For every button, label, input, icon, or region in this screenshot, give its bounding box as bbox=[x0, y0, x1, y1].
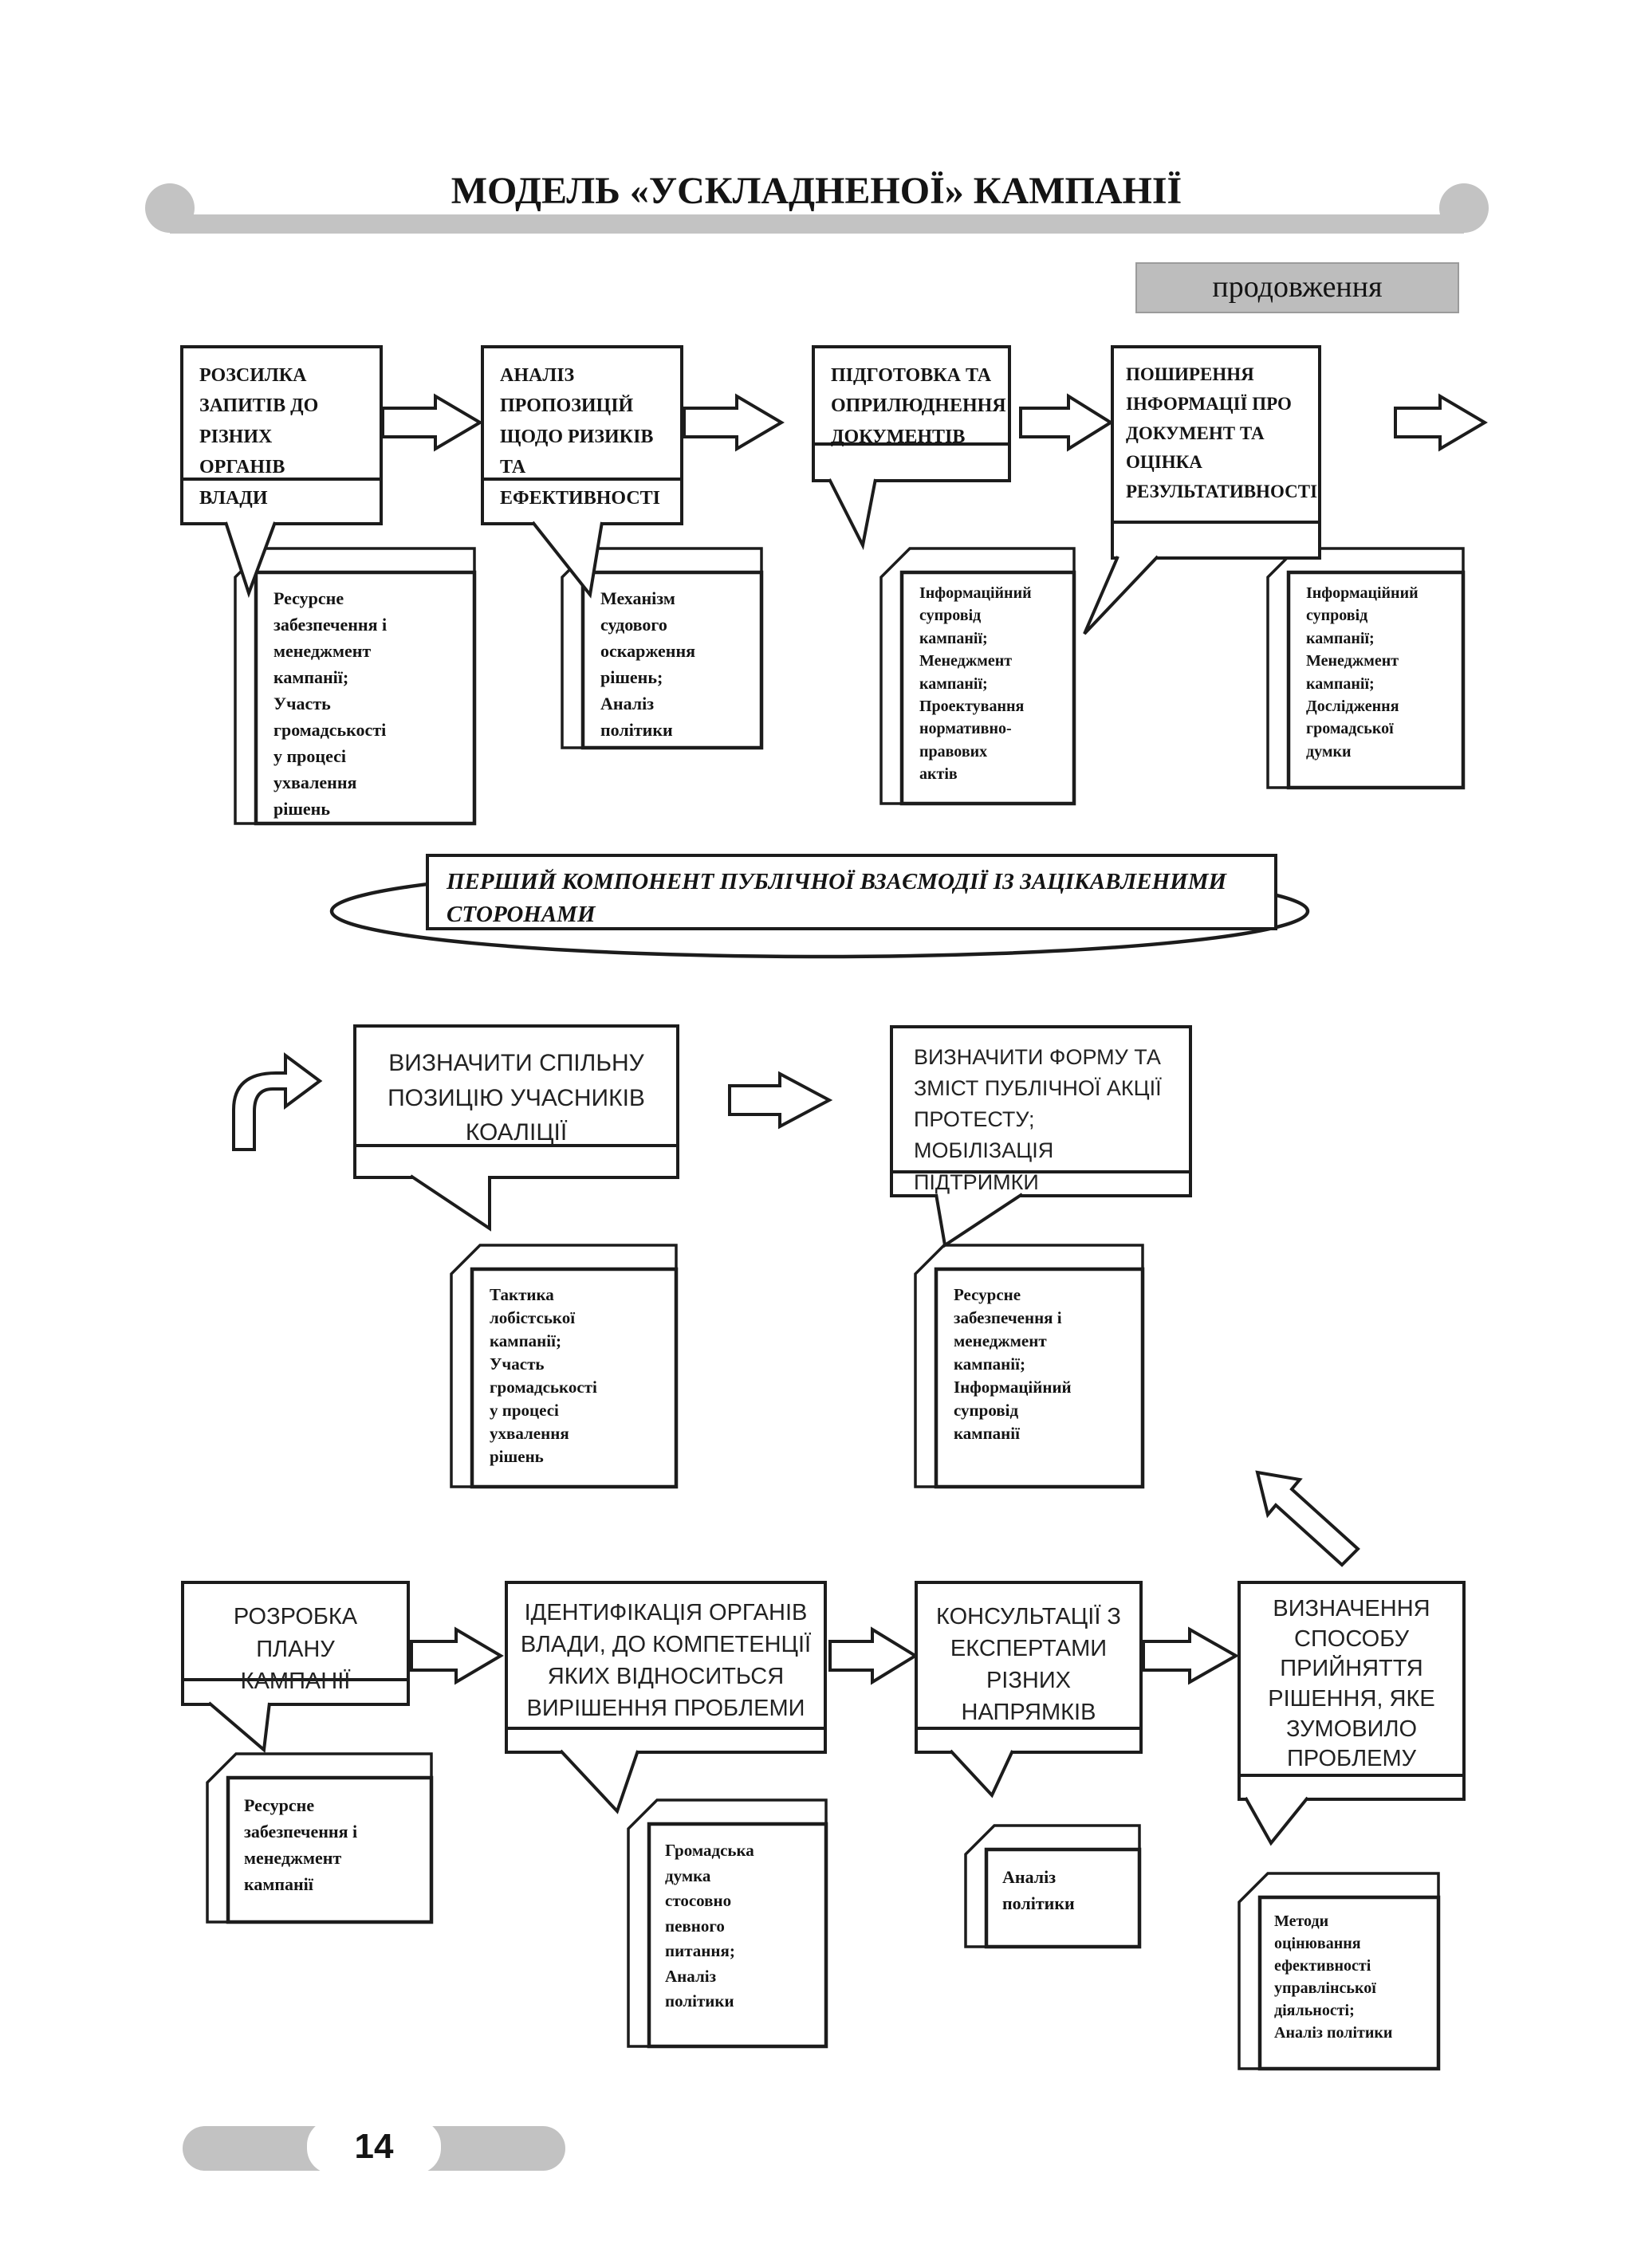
callout-tail bbox=[828, 478, 877, 551]
note-card-text: Ресурсне забезпечення і менеджмент кампа… bbox=[244, 1795, 358, 1894]
note-card-text: Методи оцінювання ефективності управлінс… bbox=[1274, 1912, 1393, 2042]
flow-arrow-icon bbox=[1142, 1626, 1240, 1685]
flow-box-label: ВИЗНАЧЕННЯ СПОСОБУ ПРИЙНЯТТЯ РІШЕННЯ, ЯК… bbox=[1268, 1596, 1435, 1772]
flow-box-label: РОЗСИЛКА ЗАПИТІВ ДО РІЗНИХ ОРГАНІВ ВЛАДИ bbox=[199, 365, 319, 509]
banner-box bbox=[426, 854, 1277, 930]
page-number-pill bbox=[307, 2120, 441, 2174]
flow-box-authority-identification bbox=[505, 1581, 827, 1814]
callout-tail bbox=[559, 1749, 639, 1814]
note-card-text: Громадська думка стосовно певного питанн… bbox=[665, 1841, 754, 2011]
flow-box-mailing-requests bbox=[180, 345, 383, 599]
callout-tail bbox=[935, 1193, 1024, 1248]
flow-box-campaign-plan bbox=[181, 1581, 410, 1753]
note-card-resources-1 bbox=[234, 547, 477, 826]
page-number-capsule bbox=[183, 2120, 565, 2174]
note-card-evaluation-methods bbox=[1238, 1872, 1441, 2071]
page-number: 14 bbox=[354, 2127, 394, 2166]
flow-arrow-icon bbox=[410, 1626, 504, 1685]
callout-tail bbox=[224, 521, 277, 599]
note-card-lobby-tactics bbox=[450, 1244, 679, 1489]
flow-arrow-icon bbox=[381, 393, 483, 452]
note-card-text: Ресурсне забезпечення і менеджмент кампа… bbox=[954, 1285, 1072, 1443]
note-card-court-mechanism bbox=[561, 547, 764, 750]
up-left-arrow-icon bbox=[1255, 1470, 1360, 1567]
callout-tail bbox=[949, 1749, 1014, 1798]
flow-arrow-icon bbox=[683, 393, 785, 452]
flow-box-expert-consultations bbox=[915, 1581, 1143, 1798]
flow-box-decision-method bbox=[1238, 1581, 1466, 1846]
component-banner bbox=[329, 854, 1310, 959]
flow-arrow-icon bbox=[728, 1071, 833, 1130]
note-card-text: Аналіз політики bbox=[1002, 1867, 1075, 1913]
flow-box-proposal-analysis bbox=[481, 345, 683, 599]
banner-label: ПЕРШИЙ КОМПОНЕНТ ПУБЛІЧНОЇ ВЗАЄМОДІЇ ІЗ … bbox=[447, 869, 1227, 928]
flow-box-label: АНАЛІЗ ПРОПОЗИЦІЙ ЩОДО РИЗИКІВ ТА ЕФЕКТИ… bbox=[500, 365, 661, 509]
bent-arrow-icon bbox=[232, 1052, 323, 1151]
flow-box-label: ПІДГОТОВКА ТА ОПРИЛЮДНЕННЯ ДОКУМЕНТІВ bbox=[831, 365, 1006, 447]
note-card-public-opinion bbox=[627, 1798, 828, 2049]
flow-box-label: КОНСУЛЬТАЦІЇ З ЕКСПЕРТАМИ РІЗНИХ НАПРЯМК… bbox=[936, 1604, 1121, 1726]
flow-box-label: ВИЗНАЧИТИ СПІЛЬНУ ПОЗИЦІЮ УЧАСНИКІВ КОАЛ… bbox=[388, 1050, 645, 1146]
flow-box-common-position bbox=[353, 1024, 679, 1232]
flow-box-label: ІДЕНТИФІКАЦІЯ ОРГАНІВ ВЛАДИ, ДО КОМПЕТЕН… bbox=[520, 1600, 812, 1722]
note-card-info-support-1 bbox=[879, 547, 1076, 806]
flow-box-label: ВИЗНАЧИТИ ФОРМУ ТА ЗМІСТ ПУБЛІЧНОЇ АКЦІЇ… bbox=[914, 1045, 1162, 1194]
note-card-info-support-2 bbox=[1266, 547, 1466, 790]
note-card-resources-3 bbox=[206, 1752, 434, 1924]
flow-box-label: РОЗРОБКА ПЛАНУ КАМПАНІЇ bbox=[233, 1604, 358, 1695]
callout-tail bbox=[207, 1701, 271, 1753]
note-card-text: Інформаційний супровід кампанії; Менеджм… bbox=[1306, 584, 1419, 761]
note-card-text: Ресурсне забезпечення і менеджмент кампа… bbox=[273, 588, 388, 819]
page-title: МОДЕЛЬ «УСКЛАДНЕНОЇ» КАМПАНІЇ bbox=[451, 170, 1182, 212]
note-card-text: Механізм судового оскарження рішень; Ана… bbox=[600, 588, 696, 740]
callout-tail bbox=[409, 1174, 491, 1232]
header-rule-bar bbox=[170, 214, 1464, 234]
callout-tail bbox=[1083, 555, 1159, 635]
flow-arrow-icon bbox=[1394, 393, 1488, 452]
flow-arrow-icon bbox=[828, 1626, 919, 1685]
callout-tail bbox=[1244, 1796, 1309, 1846]
flow-arrow-icon bbox=[1019, 393, 1114, 452]
flow-box-label: ПОШИРЕННЯ ІНФОРМАЦІЇ ПРО ДОКУМЕНТ ТА ОЦІ… bbox=[1126, 364, 1318, 502]
note-card-text: Тактика лобістської кампанії; Участь гро… bbox=[490, 1285, 597, 1466]
flow-box-protest-form bbox=[890, 1025, 1192, 1248]
continuation-badge: продовження bbox=[1135, 262, 1459, 313]
callout-tail bbox=[531, 521, 604, 599]
flow-box-document-preparation bbox=[812, 345, 1011, 551]
note-card-text: Інформаційний супровід кампанії; Менеджм… bbox=[919, 584, 1032, 784]
note-card-policy-analysis bbox=[964, 1824, 1142, 1949]
header-rule bbox=[145, 183, 1489, 234]
note-card-resources-2 bbox=[914, 1244, 1145, 1489]
flow-box-information-spread bbox=[1083, 345, 1321, 635]
